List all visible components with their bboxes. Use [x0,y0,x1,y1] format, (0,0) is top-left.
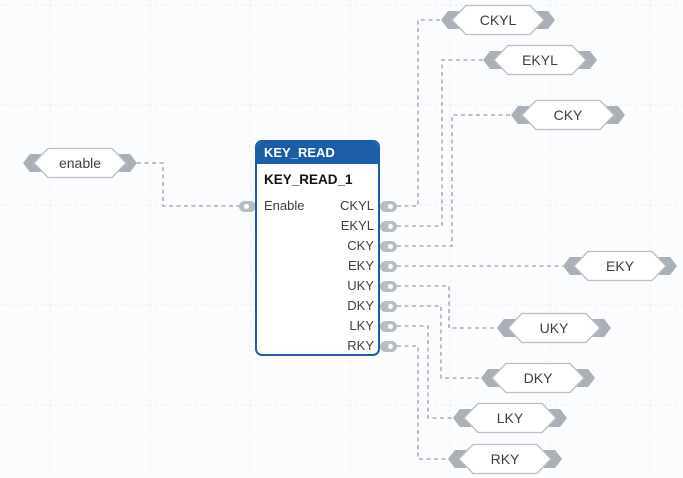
tag-ekyl[interactable]: EKYL [483,44,597,76]
tag-label: DKY [523,370,553,386]
block-row: Enable CKYL [257,196,378,216]
wire-dky[interactable] [397,305,481,379]
output-port-rky-icon[interactable] [380,340,397,352]
tag-cky[interactable]: CKY [511,99,625,131]
tag-label: CKY [553,107,583,123]
function-block-key-read[interactable]: KEY_READ KEY_READ_1 Enable CKYL EKYL CKY… [255,140,380,356]
output-port-lky-icon[interactable] [380,320,397,332]
tag-lky[interactable]: LKY [453,402,567,434]
wire-enable[interactable] [137,162,239,207]
block-instance-name: KEY_READ_1 [264,172,353,187]
block-row: EKYL [257,216,378,236]
tag-ckyl[interactable]: CKYL [441,4,555,36]
block-row: RKY [257,336,378,354]
wire-ckyl[interactable] [397,19,441,207]
output-pin-label-ckyl: CKYL [340,198,374,213]
wire-rky[interactable] [397,345,448,460]
tag-hexagon [463,402,557,434]
tag-hexagon [491,362,585,394]
tag-hexagon [493,44,587,76]
output-pin-label-uky: UKY [347,278,374,293]
tag-label: RKY [490,451,520,467]
output-pin-label-rky: RKY [347,338,374,353]
tag-label: EKY [605,258,634,274]
input-port-enable-icon[interactable] [239,200,256,212]
output-port-ekyl-icon[interactable] [380,220,397,232]
tag-hexagon [458,443,552,475]
tag-rky[interactable]: RKY [448,443,562,475]
output-pin-label-eky: EKY [347,258,374,273]
wire-lky[interactable] [397,325,453,419]
output-pin-label-lky: LKY [349,318,374,333]
output-port-cky-icon[interactable] [380,240,397,252]
block-row: CKY [257,236,378,256]
tag-uky[interactable]: UKY [497,312,611,344]
tag-hexagon [573,250,667,282]
wire-uky[interactable] [397,285,497,329]
tag-enable[interactable]: enable [23,147,137,179]
tag-label: enable [58,155,102,171]
output-port-uky-icon[interactable] [380,280,397,292]
block-row: DKY [257,296,378,316]
output-pin-label-dky: DKY [347,298,374,313]
tag-hexagon [507,312,601,344]
block-row: LKY [257,316,378,336]
input-pin-label-enable: Enable [264,198,305,213]
wire-cky[interactable] [397,114,511,247]
output-pin-label-ekyl: EKYL [340,218,374,233]
output-port-eky-icon[interactable] [380,260,397,272]
block-row: UKY [257,276,378,296]
tag-label: UKY [539,320,569,336]
tag-hexagon [451,4,545,36]
tag-label: CKYL [479,12,517,28]
output-port-ckyl-icon[interactable] [380,200,397,212]
block-row: EKY [257,256,378,276]
tag-hexagon [33,147,127,179]
block-type-title: KEY_READ [257,142,378,164]
wire-ekyl[interactable] [397,59,483,227]
tag-dky[interactable]: DKY [481,362,595,394]
tag-label: LKY [496,410,524,426]
output-port-dky-icon[interactable] [380,300,397,312]
tag-label: EKYL [522,52,558,68]
tag-eky[interactable]: EKY [563,250,677,282]
tag-hexagon [521,99,615,131]
output-pin-label-cky: CKY [347,238,374,253]
